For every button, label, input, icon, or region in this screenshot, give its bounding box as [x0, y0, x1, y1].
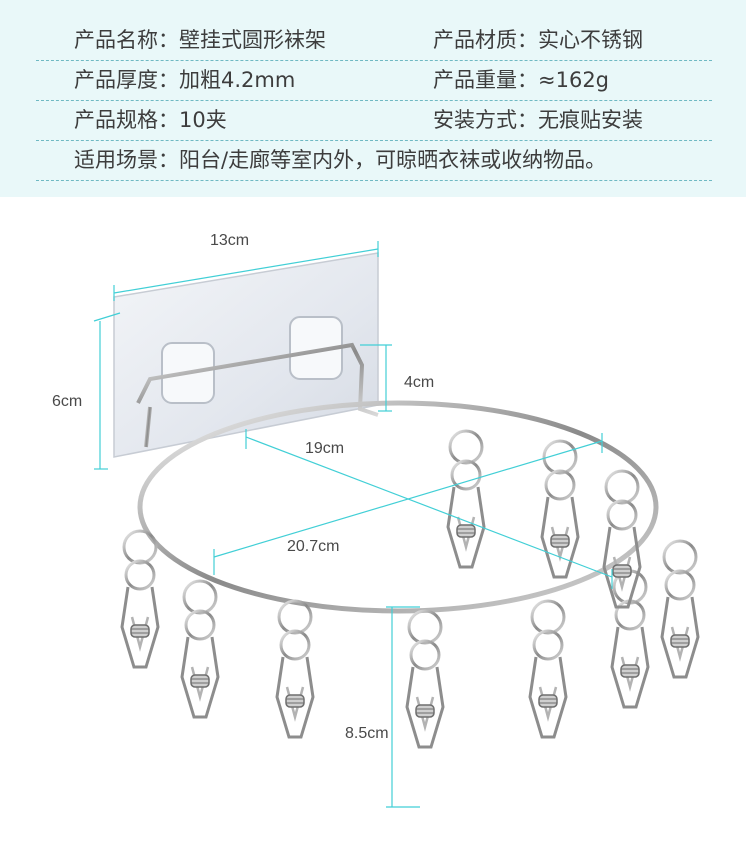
spec-panel: 产品名称：壁挂式圆形袜架 产品材质：实心不锈钢 产品厚度：加粗4.2mm 产品重… [0, 0, 746, 197]
clip-7 [660, 539, 700, 679]
clip-8 [446, 429, 486, 569]
clip-3 [275, 599, 315, 739]
product-photo: 13cm 6cm 4cm 19cm 20.7cm 8.5cm [0, 197, 746, 867]
sock-rack-illustration [93, 241, 700, 808]
dimension-lines [93, 241, 613, 808]
dimension-plate-height: 6cm [52, 393, 83, 410]
spec-install: 安装方式：无痕贴安装 [433, 100, 643, 140]
spec-row-4: 适用场景：阳台/走廊等室内外，可晾晒衣袜或收纳物品。 [36, 140, 712, 181]
spec-row-3: 产品规格：10夹 安装方式：无痕贴安装 [36, 100, 712, 141]
spec-weight-value: ≈162g [538, 68, 610, 92]
bracket-bar [136, 342, 379, 417]
dimension-bracket-depth: 4cm [404, 374, 435, 391]
spec-name-value: 壁挂式圆形袜架 [179, 28, 326, 52]
spec-scene: 适用场景：阳台/走廊等室内外，可晾晒衣袜或收纳物品。 [74, 140, 606, 180]
spec-row-1: 产品名称：壁挂式圆形袜架 产品材质：实心不锈钢 [36, 20, 712, 61]
spec-thickness-label: 产品厚度： [74, 68, 179, 92]
spec-scene-value: 阳台/走廊等室内外，可晾晒衣袜或收纳物品。 [179, 148, 607, 172]
clip-6 [610, 569, 650, 709]
dimension-ring-width: 19cm [305, 440, 345, 457]
steel-ring [137, 400, 659, 614]
spec-weight-label: 产品重量： [433, 68, 538, 92]
dimension-ring-depth: 20.7cm [287, 538, 340, 555]
clip-1 [120, 529, 160, 669]
spec-material-label: 产品材质： [433, 28, 538, 52]
spec-scene-label: 适用场景： [74, 148, 179, 172]
spec-name: 产品名称：壁挂式圆形袜架 [74, 20, 326, 60]
spec-thickness-value: 加粗4.2mm [179, 68, 296, 92]
spec-size-label: 产品规格： [74, 108, 179, 132]
dimension-clip-length: 8.5cm [345, 725, 389, 742]
clip-2 [180, 579, 220, 719]
spec-material-value: 实心不锈钢 [538, 28, 643, 52]
spec-name-label: 产品名称： [74, 28, 179, 52]
clip-4 [405, 609, 445, 749]
spec-thickness: 产品厚度：加粗4.2mm [74, 60, 295, 100]
clip-10 [602, 469, 642, 609]
spec-size-value: 10夹 [179, 108, 227, 132]
spec-install-value: 无痕贴安装 [538, 108, 643, 132]
spec-weight: 产品重量：≈162g [433, 60, 609, 100]
dimension-plate-width: 13cm [210, 232, 250, 249]
clip-5 [528, 599, 568, 739]
spec-material: 产品材质：实心不锈钢 [433, 20, 643, 60]
spec-install-label: 安装方式： [433, 108, 538, 132]
spec-row-2: 产品厚度：加粗4.2mm 产品重量：≈162g [36, 60, 712, 101]
spec-size: 产品规格：10夹 [74, 100, 227, 140]
